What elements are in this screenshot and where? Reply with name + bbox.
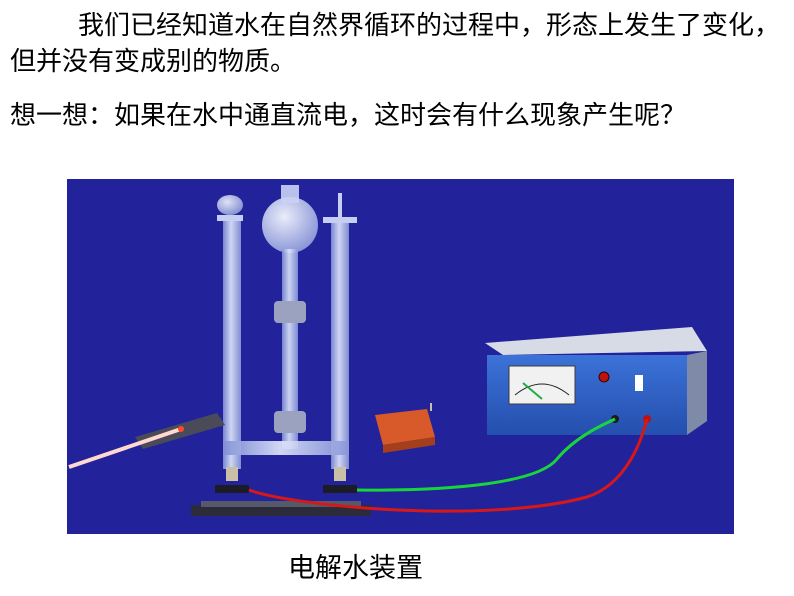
indicator-light: [598, 371, 610, 383]
electrolysis-apparatus-illustration: [215, 185, 357, 493]
dc-power-supply-icon: [485, 327, 707, 435]
green-wire: [356, 417, 616, 492]
analog-meter-icon: [508, 365, 576, 405]
electrolysis-diagram: [67, 179, 734, 534]
burning-splint-icon: [68, 413, 225, 469]
intro-paragraph: 我们已经知道水在自然界循环的过程中，形态上发生了变化，但并没有变成别的物质。: [10, 11, 781, 77]
switch-box: [375, 403, 435, 453]
question-paragraph: 想一想：如果在水中通直流电，这时会有什么现象产生呢？: [10, 101, 687, 131]
diagram-caption: 电解水装置: [288, 553, 423, 584]
red-wire: [248, 418, 649, 513]
apparatus-base: [191, 501, 371, 516]
power-switch: [635, 375, 643, 391]
